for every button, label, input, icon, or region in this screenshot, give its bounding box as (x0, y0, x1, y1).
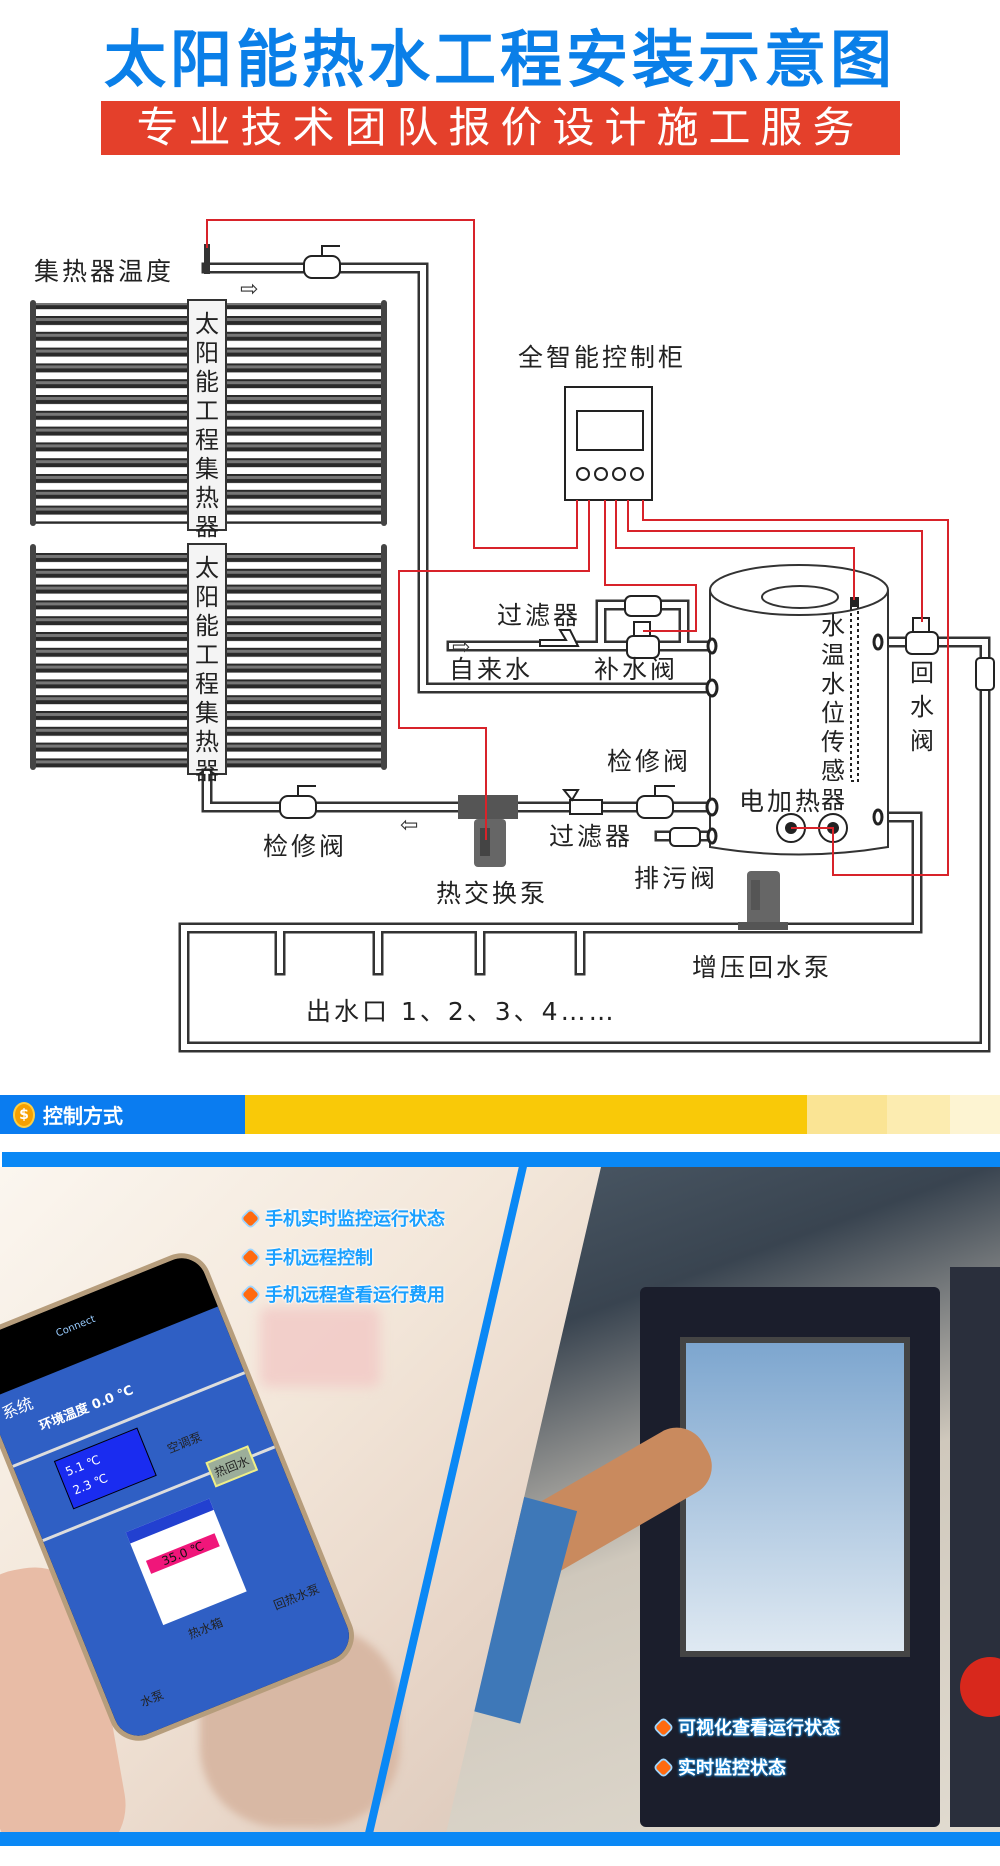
drain-valve-shape (669, 827, 701, 847)
service-valve-right-shape (636, 785, 675, 819)
dollar-coin-icon: $ (13, 1101, 35, 1128)
service-valve-left (279, 785, 317, 819)
bypass-valve (624, 595, 662, 617)
collector-temp-label: 集热器温度 (34, 257, 174, 286)
top-ball-valve (303, 245, 341, 279)
subtitle-banner: 专业技术团队报价设计施工服务 (101, 101, 900, 155)
bullet-icon (242, 1209, 259, 1227)
feature-item: 实时监控状态 (655, 1754, 786, 1780)
phone-return-pump: 回热水泵 (271, 1581, 322, 1613)
heat-exchange-pump (458, 795, 518, 867)
collector-label-bottom: 太阳能工程集热器 (195, 554, 219, 785)
bullet-icon (655, 1758, 672, 1776)
feature-item: 手机远程控制 (242, 1244, 373, 1270)
feature-item: 手机远程查看运行费用 (242, 1281, 445, 1307)
flow-arrow-tap-icon: ⇨ (452, 635, 470, 660)
return-valve-shape (905, 617, 939, 655)
collector-temp-sensor (204, 244, 210, 274)
phone-water-pump: 水泵 (138, 1687, 166, 1710)
section-header: $ 控制方式 (0, 1095, 1000, 1134)
sensor-label: 水温水位传感器 (821, 612, 845, 814)
filter-bottom-label: 过滤器 (549, 822, 633, 851)
control-photos: Connect 系统 环境温度 0.0 ℃ 5.1 ℃ 2.3 ℃ 空调泵 热回… (0, 1167, 1000, 1833)
phone-ac-pump: 空调泵 (165, 1429, 204, 1457)
flow-arrow-left-icon: ⇦ (400, 813, 418, 838)
phone-tank: 热水箱 (186, 1615, 225, 1642)
phone-tank-temp: 35.0 ℃ (145, 1533, 220, 1574)
phone-system: 系统 (0, 1393, 36, 1424)
installation-diagram: ⇨ ⇨ ⇦ 集热器温度 全智能控制柜 过滤器 自来水 补水阀 检修阀 电加热 过… (30, 219, 995, 1053)
phone-env-temp: 环境温度 0.0 ℃ (37, 1382, 136, 1435)
bullet-icon (242, 1285, 259, 1303)
right-riser-fitting (975, 657, 995, 691)
makeup-valve-label: 补水阀 (594, 655, 678, 684)
flow-arrow-right-icon: ⇨ (240, 277, 258, 302)
filter-bottom-shape (561, 789, 603, 815)
footer-bar (0, 1832, 1000, 1846)
control-panel-photo (446, 1167, 1000, 1833)
controller-label: 全智能控制柜 (518, 343, 686, 372)
control-wires (206, 219, 949, 876)
feature-item: 手机实时监控运行状态 (242, 1205, 445, 1231)
page-title: 太阳能热水工程安装示意图 (103, 23, 896, 96)
sensor-probe (850, 605, 859, 782)
filter-top-label: 过滤器 (497, 601, 581, 630)
tap-water-label: 自来水 (449, 655, 533, 684)
feature-item: 可视化查看运行状态 (655, 1714, 840, 1740)
heat-exchange-pump-label: 热交换泵 (436, 879, 548, 908)
filter-top-shape (539, 629, 580, 647)
outlets-label: 出水口 1、2、3、4…… (306, 997, 617, 1026)
return-valve-label: 回水阀 (910, 659, 934, 755)
water-tank (705, 564, 889, 856)
collector-header-top (187, 299, 227, 531)
makeup-valve-shape (626, 621, 660, 659)
booster-pump (738, 871, 788, 930)
service-valve-right-label: 检修阀 (607, 747, 691, 776)
section-divider (2, 1152, 1000, 1167)
service-valve-left-label: 检修阀 (263, 832, 347, 861)
bullet-icon (242, 1248, 259, 1266)
electric-heater-label: 电加热 (739, 787, 823, 816)
booster-pump-label: 增压回水泵 (692, 953, 832, 982)
bullet-icon (655, 1718, 672, 1736)
control-cabinet (564, 386, 653, 501)
collector-label-top: 太阳能工程集热器 (195, 310, 219, 541)
drain-valve-label: 排污阀 (634, 864, 718, 893)
touch-screen (680, 1337, 910, 1657)
section-title: 控制方式 (43, 1104, 123, 1128)
phone-heat-return: 热回水 (205, 1445, 259, 1488)
